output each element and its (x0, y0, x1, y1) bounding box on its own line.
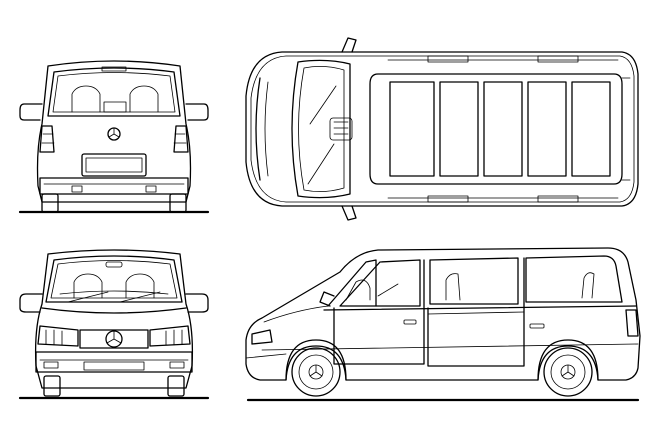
top-view (238, 34, 646, 224)
side-view (238, 240, 646, 406)
rear-view (14, 54, 214, 220)
front-view (14, 248, 214, 408)
